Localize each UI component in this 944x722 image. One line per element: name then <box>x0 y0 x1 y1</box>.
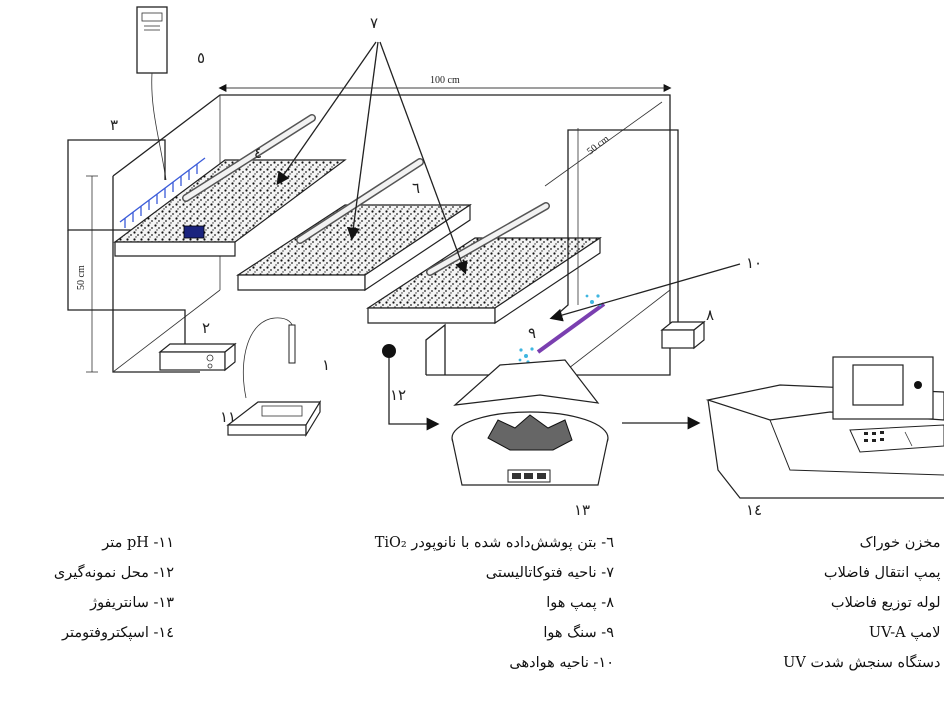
legend-column-1: - مخزن خوراک - پمپ انتقال فاضلاب - لوله … <box>783 528 944 678</box>
legend-item: - پمپ انتقال فاضلاب <box>823 565 944 581</box>
label-2: ۲ <box>202 319 210 337</box>
sample-flow-arrow <box>388 358 440 431</box>
aeration-arrow <box>549 263 741 322</box>
label-5: ٥ <box>197 49 205 67</box>
aeration-pipe <box>536 302 606 354</box>
legend-item: ۹- سنگ هوا <box>543 625 614 641</box>
distribution-pipe <box>67 139 166 231</box>
ph-meter <box>226 317 322 438</box>
legend-item: - دستگاه سنجش شدت UV <box>783 655 944 671</box>
label-1: ۱ <box>322 356 330 374</box>
label-7: ۷ <box>370 14 378 32</box>
label-4: ٤ <box>254 144 262 162</box>
length-label: 100 cm <box>430 75 460 86</box>
legend-item: ۸- پمپ هوا <box>546 595 614 611</box>
legend-item: ۱۱- pH متر <box>102 535 174 551</box>
legend-column-3: ۱۱- pH متر ۱۲- محل نمونه‌گیری ۱۳- سانتری… <box>54 528 174 648</box>
width-label: 50 cm <box>585 133 611 157</box>
label-14: ۱٤ <box>746 501 762 519</box>
legend-item: ۷- ناحیه فتوکاتالیستی <box>485 565 614 581</box>
legend-item: - لوله توزیع فاضلاب <box>830 595 944 611</box>
sprinkler-nozzles <box>119 157 206 228</box>
uv-lamps <box>182 114 550 276</box>
sampling-point <box>382 344 396 358</box>
spectrophotometer <box>705 356 944 499</box>
legend-item: ۱٤- اسپکتروفتومتر <box>62 625 174 641</box>
legend: - مخزن خوراک - پمپ انتقال فاضلاب - لوله … <box>0 528 944 722</box>
legend-item: ٦- بتن پوشش‌داده شده با نانوپودر TiO₂ <box>374 535 614 551</box>
centrifuge <box>451 359 609 486</box>
air-pump <box>660 320 706 350</box>
legend-column-2: ٦- بتن پوشش‌داده شده با نانوپودر TiO₂ ۷-… <box>375 528 614 678</box>
step-3 <box>365 236 602 325</box>
label-12: ۱۲ <box>390 386 406 404</box>
label-8: ۸ <box>706 306 714 324</box>
photocatalytic-arrows <box>276 41 468 275</box>
label-11: ۱۱ <box>220 408 236 426</box>
legend-item: ۱۲- محل نمونه‌گیری <box>53 565 174 581</box>
reactor-box <box>86 84 672 376</box>
legend-item: ۱۰- ناحیه هوادهی <box>509 655 614 671</box>
transfer-pump <box>158 342 237 372</box>
label-3: ۳ <box>110 116 118 134</box>
reactor-diagram: 100 cm 50 cm 50 cm <box>67 6 944 519</box>
label-9: ۹ <box>528 324 536 342</box>
uv-meter <box>136 6 168 181</box>
label-10: ۱۰ <box>746 254 762 272</box>
legend-item: - لامپ UV-A <box>868 625 944 641</box>
legend-item: ۱۳- سانتریفوژ <box>90 595 174 611</box>
label-6: ٦ <box>412 179 420 197</box>
legend-item: - مخزن خوراک <box>859 535 944 551</box>
uv-sensor <box>183 225 205 239</box>
height-label: 50 cm <box>76 265 87 290</box>
label-13: ۱۳ <box>574 501 590 519</box>
